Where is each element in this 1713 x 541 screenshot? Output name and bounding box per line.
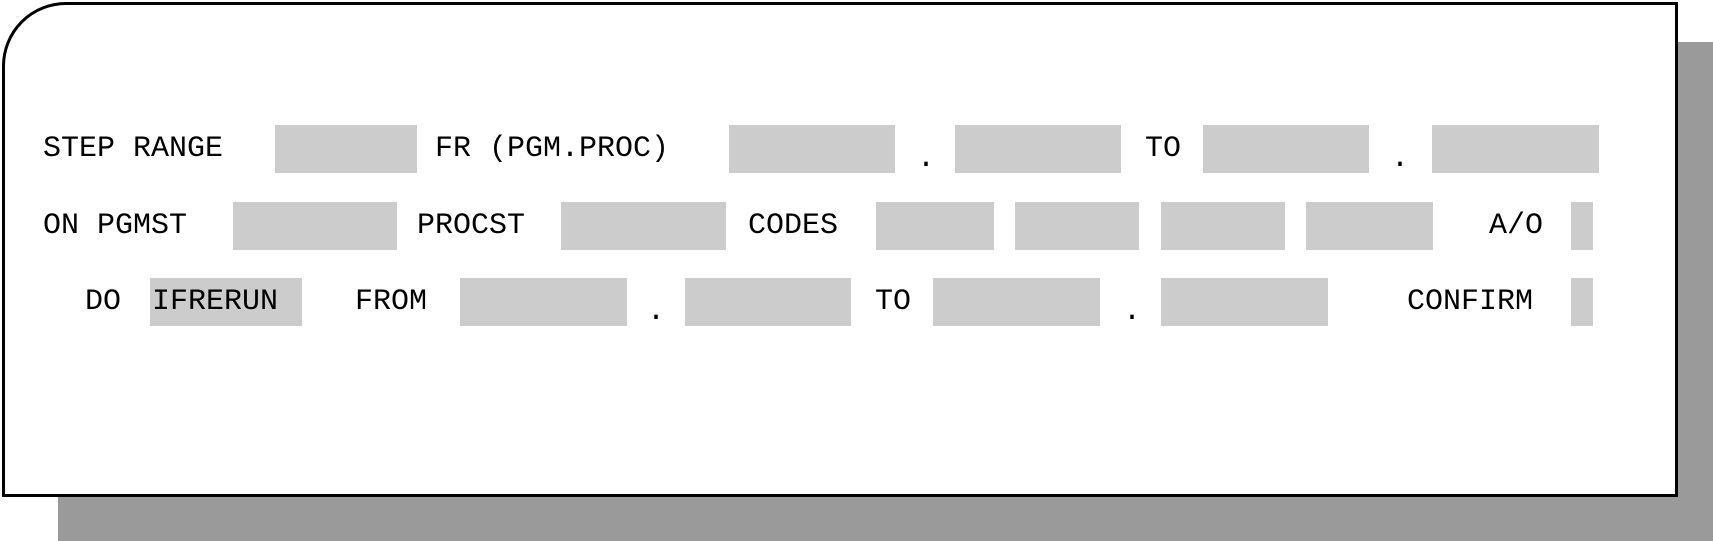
do-to-separator: . <box>1123 295 1142 329</box>
do-label: DO <box>85 285 122 319</box>
pgmst-input[interactable] <box>233 202 397 250</box>
ao-input[interactable] <box>1571 202 1593 250</box>
to-proc-input[interactable] <box>1432 125 1599 173</box>
fr-proc-input[interactable] <box>955 125 1121 173</box>
do-to-label: TO <box>875 285 912 319</box>
code-input-2[interactable] <box>1015 202 1139 250</box>
procst-label: PROCST <box>417 209 526 243</box>
step-range-panel: STEP RANGE FR (PGM.PROC) . TO . ON PGMST… <box>2 2 1678 497</box>
fr-pgm-input[interactable] <box>729 125 895 173</box>
procst-input[interactable] <box>561 202 726 250</box>
ao-label: A/O <box>1489 209 1544 243</box>
codes-label: CODES <box>748 209 839 243</box>
fr-pgm-proc-label: FR (PGM.PROC) <box>435 132 670 166</box>
do-action-field[interactable]: IFRERUN <box>150 278 302 326</box>
step-range-input[interactable] <box>275 125 417 173</box>
on-pgmst-label: ON PGMST <box>43 209 188 243</box>
from-proc-input[interactable] <box>685 278 851 326</box>
to-separator: . <box>1391 142 1410 176</box>
code-input-3[interactable] <box>1161 202 1285 250</box>
code-input-4[interactable] <box>1306 202 1433 250</box>
from-pgm-input[interactable] <box>460 278 627 326</box>
to-pgm-input[interactable] <box>1203 125 1369 173</box>
do-to-pgm-input[interactable] <box>933 278 1100 326</box>
do-to-proc-input[interactable] <box>1161 278 1328 326</box>
fr-separator: . <box>917 142 936 176</box>
step-to-label: TO <box>1145 132 1182 166</box>
confirm-label: CONFIRM <box>1407 285 1534 319</box>
confirm-input[interactable] <box>1571 278 1593 326</box>
code-input-1[interactable] <box>876 202 994 250</box>
from-separator: . <box>647 295 666 329</box>
from-label: FROM <box>355 285 428 319</box>
step-range-label: STEP RANGE <box>43 132 224 166</box>
